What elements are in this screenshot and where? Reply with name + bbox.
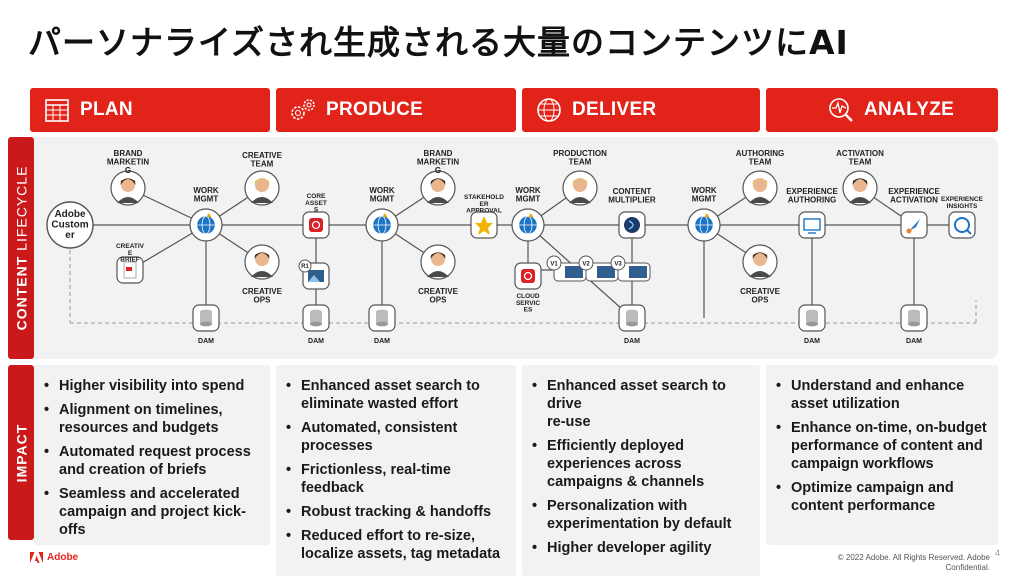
lifecycle-label-light: LIFECYCLE	[13, 165, 29, 256]
impact-deliver-list: Enhanced asset search to drive re-useEff…	[532, 377, 750, 557]
page-title: パーソナライズされ生成される大量のコンテンツにAI	[28, 23, 849, 62]
phase-deliver[interactable]: DELIVER	[522, 88, 760, 132]
phase-produce[interactable]: PRODUCE	[276, 88, 516, 132]
impact-bullet: Enhance on-time, on-budget performance o…	[776, 419, 988, 473]
phase-plan-label: PLAN	[80, 99, 133, 120]
impact-bullet: Enhanced asset search to drive re-use	[532, 377, 750, 431]
page-number: 4	[994, 548, 1000, 558]
impact-plan: Higher visibility into spendAlignment on…	[34, 365, 270, 545]
impact-produce-list: Enhanced asset search to eliminate waste…	[286, 377, 506, 563]
impact-bullet: Enhanced asset search to eliminate waste…	[286, 377, 506, 413]
impact-bullet: Automated request process and creation o…	[44, 443, 260, 479]
globe-icon	[534, 95, 564, 125]
phase-analyze-label: ANALYZE	[864, 99, 955, 120]
content-lifecycle-panel	[34, 137, 998, 359]
impact-bullet: Alignment on timelines, resources and bu…	[44, 401, 260, 437]
lifecycle-label-bold: CONTENT	[13, 255, 29, 331]
analytics-magnifier-icon	[826, 95, 856, 125]
adobe-logo: Adobe	[30, 552, 78, 563]
impact-bullet: Personalization with experimentation by …	[532, 497, 750, 533]
impact-bullet: Seamless and accelerated campaign and pr…	[44, 485, 260, 539]
phase-analyze[interactable]: ANALYZE	[766, 88, 998, 132]
gears-icon	[288, 95, 318, 125]
impact-bullet: Automated, consistent processes	[286, 419, 506, 455]
impact-bullet: Higher visibility into spend	[44, 377, 260, 395]
impact-produce: Enhanced asset search to eliminate waste…	[276, 365, 516, 576]
phase-plan[interactable]: PLAN	[30, 88, 270, 132]
impact-bullet: Robust tracking & handoffs	[286, 503, 506, 521]
impact-analyze: Understand and enhance asset utilization…	[766, 365, 998, 545]
impact-bullet: Optimize campaign and content performanc…	[776, 479, 988, 515]
impact-plan-list: Higher visibility into spendAlignment on…	[44, 377, 260, 539]
impact-deliver: Enhanced asset search to drive re-useEff…	[522, 365, 760, 576]
phase-produce-label: PRODUCE	[326, 99, 424, 120]
content-lifecycle-side-label: CONTENT LIFECYCLE	[8, 137, 34, 359]
calendar-grid-icon	[42, 95, 72, 125]
impact-bullet: Efficiently deployed experiences across …	[532, 437, 750, 491]
adobe-mark-icon	[30, 552, 43, 563]
adobe-logo-text: Adobe	[47, 552, 79, 563]
impact-label: IMPACT	[13, 423, 29, 482]
phase-deliver-label: DELIVER	[572, 99, 657, 120]
impact-bullet: Understand and enhance asset utilization	[776, 377, 988, 413]
copyright-text: © 2022 Adobe. All Rights Reserved. Adobe…	[837, 553, 990, 572]
impact-bullet: Reduced effort to re-size, localize asse…	[286, 527, 506, 563]
copyright-notice: © 2022 Adobe. All Rights Reserved. Adobe…	[838, 553, 990, 573]
impact-bullet: Frictionless, real-time feedback	[286, 461, 506, 497]
impact-side-label: IMPACT	[8, 365, 34, 540]
impact-analyze-list: Understand and enhance asset utilization…	[776, 377, 988, 515]
impact-bullet: Higher developer agility	[532, 539, 750, 557]
